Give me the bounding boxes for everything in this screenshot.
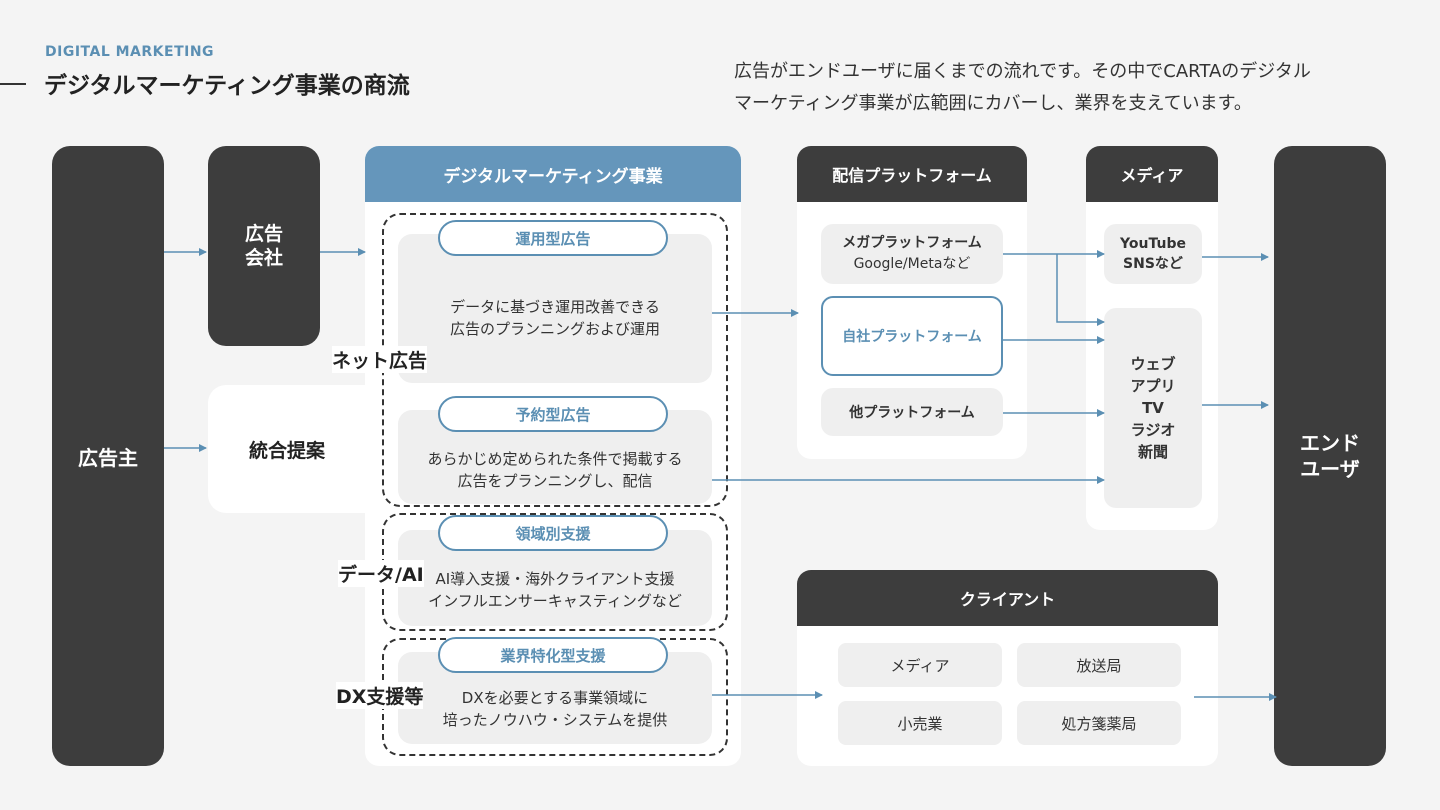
media-list-box: ウェブ アプリ TV ラジオ 新聞 [1104,308,1202,508]
ops-ads-pill: 運用型広告 [438,220,668,256]
client-item-label: 放送局 [1076,656,1122,675]
ops-ads-desc: データに基づき運用改善できる [450,297,660,316]
other-platform-box: 他プラットフォーム [821,388,1003,436]
sns-label: SNSなど [1123,256,1183,272]
net-ads-label: ネット広告 [332,346,428,373]
agency-label: 広告 [244,223,283,245]
digital-marketing-header: デジタルマーケティング事業 [365,146,741,202]
domain-support-title: 領域別支援 [515,524,591,543]
client-item: メディア [838,643,1002,687]
advertiser-column: 広告主 [52,146,164,766]
client-item-label: 小売業 [897,714,943,733]
client-item-label: メディア [890,656,950,675]
other-platform-label: 他プラットフォーム [849,405,975,421]
client-item: 処方箋薬局 [1017,701,1181,745]
end-user-column: エンド ユーザ [1274,146,1386,766]
description-line: マーケティング事業が広範囲にカバーし、業界を支えています。 [734,93,1252,114]
domain-support-desc: インフルエンサーキャスティングなど [428,592,682,610]
client-item-label: 処方箋薬局 [1061,714,1137,733]
media-header: メディア [1086,146,1218,202]
end-user-label: エンド [1300,431,1360,455]
media-item: 新聞 [1137,443,1168,461]
title-rule [0,83,26,85]
reserved-ads-desc: あらかじめ定められた条件で掲載する [427,450,683,468]
media-title: メディア [1120,166,1184,185]
client-header: クライアント [797,570,1218,626]
industry-support-desc: 培ったノウハウ・システムを提供 [442,711,668,729]
media-item: アプリ [1130,377,1176,395]
dx-label: DX支援等 [336,682,424,709]
media-item: ラジオ [1130,421,1176,439]
ops-ads-title: 運用型広告 [515,229,591,248]
reserved-ads-title: 予約型広告 [515,405,591,424]
client-item: 小売業 [838,701,1002,745]
page-title: デジタルマーケティング事業の商流 [44,73,410,99]
domain-support-pill: 領域別支援 [438,515,668,551]
client-title: クライアント [959,590,1056,609]
youtube-label: YouTube [1120,236,1186,252]
media-item: TV [1142,399,1164,417]
platform-header: 配信プラットフォーム [797,146,1027,202]
reserved-ads-desc: 広告をプランニングし、配信 [457,472,653,490]
description: 広告がエンドユーザに届くまでの流れです。その中でCARTAのデジタル マーケティ… [734,56,1311,120]
data-ai-label: データ/AI [338,560,424,587]
advertiser-label: 広告主 [78,445,138,470]
media-item: ウェブ [1130,355,1176,373]
mega-platform-examples: Google/Metaなど [853,256,971,272]
reserved-ads-pill: 予約型広告 [438,396,668,432]
youtube-sns-box: YouTube SNSなど [1104,224,1202,284]
integrated-proposal-label: 統合提案 [249,440,326,462]
arrow-mega-to-media [1056,254,1105,326]
industry-support-title: 業界特化型支援 [500,646,606,665]
agency-label: 会社 [244,247,283,269]
own-platform-label: 自社プラットフォーム [842,329,982,345]
end-user-label: ユーザ [1300,457,1360,481]
mega-platform-box: メガプラットフォーム Google/Metaなど [821,224,1003,284]
digital-marketing-title: デジタルマーケティング事業 [443,166,663,187]
domain-support-desc: AI導入支援・海外クライアント支援 [435,570,675,588]
industry-support-desc: DXを必要とする事業領域に [461,689,649,707]
platform-title: 配信プラットフォーム [832,166,992,185]
own-platform-box: 自社プラットフォーム [821,296,1003,376]
mega-platform-label: メガプラットフォーム [842,235,982,251]
client-item: 放送局 [1017,643,1181,687]
description-line: 広告がエンドユーザに届くまでの流れです。その中でCARTAのデジタル [734,61,1311,82]
industry-support-pill: 業界特化型支援 [438,637,668,673]
ops-ads-desc: 広告のプランニングおよび運用 [449,319,660,338]
eyebrow: DIGITAL MARKETING [45,44,215,60]
agency-box: 広告 会社 [208,146,320,346]
ops-ads-box: データに基づき運用改善できる 広告のプランニングおよび運用 [398,234,712,383]
